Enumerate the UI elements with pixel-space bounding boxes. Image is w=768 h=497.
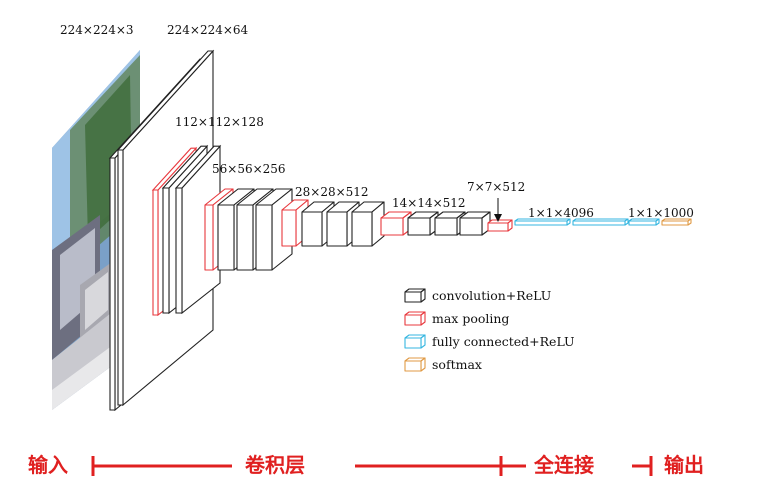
layer-blocks: [108, 49, 692, 412]
label-softmax-dims: 1×1×1000: [628, 206, 694, 220]
legend-label-fc: fully connected+ReLU: [432, 334, 575, 349]
fc-block: [572, 218, 629, 226]
label-conv5-dims: 14×14×512: [392, 196, 466, 210]
legend-label-pool: max pooling: [432, 311, 509, 326]
label-pool5-dims: 7×7×512: [467, 180, 525, 194]
legend-swatch-pool: [404, 311, 426, 326]
legend-swatch-conv: [404, 288, 426, 303]
fc-block: [514, 218, 571, 226]
label-fc-dims: 1×1×4096: [528, 206, 594, 220]
label-conv1-dims: 224×224×64: [167, 23, 249, 37]
legend: convolution+ReLU max pooling fully connect…: [404, 288, 575, 372]
conv4-block: [351, 201, 385, 247]
legend-swatch-fc: [404, 334, 426, 349]
label-conv3-dims: 56×56×256: [212, 162, 286, 176]
fc-block: [628, 218, 660, 226]
conv2-block: [174, 144, 222, 315]
label-input-dims: 224×224×3: [60, 23, 134, 37]
stage-input-label: 输入: [28, 453, 68, 477]
label-conv2-dims: 112×112×128: [175, 115, 264, 129]
softmax-block: [661, 218, 692, 226]
stage-output-label: 输出: [664, 453, 704, 477]
label-conv4-dims: 28×28×512: [295, 185, 369, 199]
legend-label-conv: convolution+ReLU: [432, 288, 551, 303]
legend-label-softmax: softmax: [432, 357, 482, 372]
stage-bar: 输入 卷积层 全连接 输出: [28, 453, 704, 477]
pool4-block: [380, 211, 412, 236]
pool5-block: [487, 219, 513, 232]
conv5-block: [407, 211, 439, 236]
pool5-pointer-arrow: [494, 198, 502, 222]
stage-conv-label: 卷积层: [245, 453, 305, 477]
conv5-block: [459, 211, 491, 236]
stage-fc-label: 全连接: [533, 453, 594, 477]
legend-swatch-softmax: [404, 357, 426, 372]
